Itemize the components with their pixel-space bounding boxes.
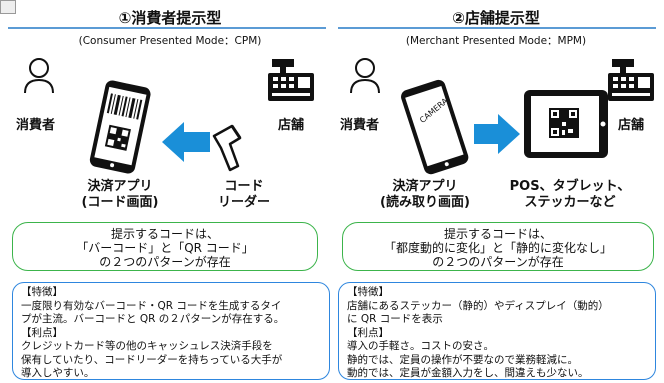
cpm-reader-label-line1: コード: [224, 179, 264, 194]
mpm-summary-line3: の２つのパターンが存在: [432, 255, 564, 269]
mpm-title-rule: [338, 27, 656, 29]
cpm-app-label-line2: (コード画面): [81, 195, 159, 210]
cpm-detail-line: 一度限り有効なバーコード・QR コードを生成するタイ: [21, 299, 282, 312]
cash-register-icon: [268, 59, 314, 101]
cpm-title-rule: [8, 27, 326, 29]
cpm-detail-line: プが主流。バーコードと QR の２パターンが存在する。: [21, 313, 285, 325]
mpm-detail-line: 【特徴】: [347, 286, 389, 298]
mpm-detail-line: に QR コードを表示: [347, 313, 443, 325]
cash-register-icon: [608, 59, 654, 101]
cpm-summary-line2: 「バーコード」と「QR コード」: [76, 241, 254, 255]
cpm-reader-label-line2: リーダー: [217, 195, 270, 210]
person-icon: [24, 58, 54, 94]
phone-camera-icon: [401, 79, 469, 175]
mpm-app-label-line1: 決済アプリ: [392, 179, 458, 194]
cpm-app-label-line1: 決済アプリ: [87, 179, 153, 194]
mpm-subtitle: (Merchant Presented Mode：MPM): [405, 35, 587, 47]
cpm-detail-line: 保有していたり、コードリーダーを持ちっている大手が: [21, 353, 283, 366]
mpm-pos-label: POS、タブレット、 ステッカーなど: [500, 179, 640, 211]
cpm-subtitle: (Consumer Presented Mode：CPM): [78, 35, 262, 47]
cpm-summary-line3: の２つのパターンが存在: [99, 255, 231, 269]
cpm-detail-line: 【特徴】: [21, 286, 63, 298]
mpm-pos-label-line1: POS、タブレット、: [509, 179, 631, 194]
cpm-detail-line: 【利点】: [21, 326, 63, 339]
cpm-details-box: 【特徴】 一度限り有効なバーコード・QR コードを生成するタイ プが主流。バーコ…: [12, 282, 330, 380]
mpm-summary-box: 提示するコードは、 「都度動的に変化」と「静的に変化なし」 の２つのパターンが存…: [342, 222, 654, 271]
mpm-detail-line: 静的では、定員の操作が不要なので業務軽減に。: [347, 353, 578, 366]
mpm-app-label-line2: (読み取り画面): [380, 195, 470, 210]
cpm-detail-line: 導入しやすい。: [21, 367, 95, 379]
cpm-detail-line: クレジットカード等の他のキャッシュレス決済手段を: [21, 340, 273, 352]
mpm-store-label: 店舗: [618, 118, 645, 133]
mpm-summary-line1: 提示するコードは、: [443, 227, 552, 241]
cpm-summary-line1: 提示するコードは、: [110, 227, 219, 241]
mpm-title: ②店舗提示型: [452, 9, 540, 27]
mpm-detail-line: 導入の手軽さ。コストの安さ。: [347, 340, 494, 352]
barcode-scanner-icon: [212, 124, 242, 172]
corner-marker: [0, 0, 16, 14]
mpm-consumer-label: 消費者: [340, 118, 380, 133]
mpm-app-label: 決済アプリ (読み取り画面): [370, 179, 480, 211]
mpm-pos-label-line2: ステッカーなど: [524, 195, 616, 210]
phone-barcode-icon: [89, 80, 151, 174]
mpm-summary-line2: 「都度動的に変化」と「静的に変化なし」: [383, 241, 612, 255]
mpm-detail-line: 【利点】: [347, 326, 389, 339]
mpm-detail-line: 店舗にあるステッカー（静的）やディスプレイ（動的）: [347, 299, 609, 312]
mpm-details-box: 【特徴】 店舗にあるステッカー（静的）やディスプレイ（動的） に QR コードを…: [338, 282, 656, 380]
tablet-qr-icon: [524, 90, 608, 158]
cpm-title: ①消費者提示型: [118, 9, 222, 27]
mpm-detail-line: 動的では、定員が金額入力をし、間違えも少ない。: [347, 367, 589, 379]
cpm-reader-label: コード リーダー: [214, 179, 274, 211]
cpm-summary-box: 提示するコードは、 「バーコード」と「QR コード」 の２つのパターンが存在: [12, 222, 318, 271]
cpm-consumer-label: 消費者: [16, 118, 56, 133]
arrow-right-icon: [474, 114, 520, 154]
arrow-left-icon: [162, 122, 210, 162]
cpm-store-label: 店舗: [278, 118, 305, 133]
person-icon: [350, 58, 380, 94]
cpm-app-label: 決済アプリ (コード画面): [72, 179, 168, 211]
